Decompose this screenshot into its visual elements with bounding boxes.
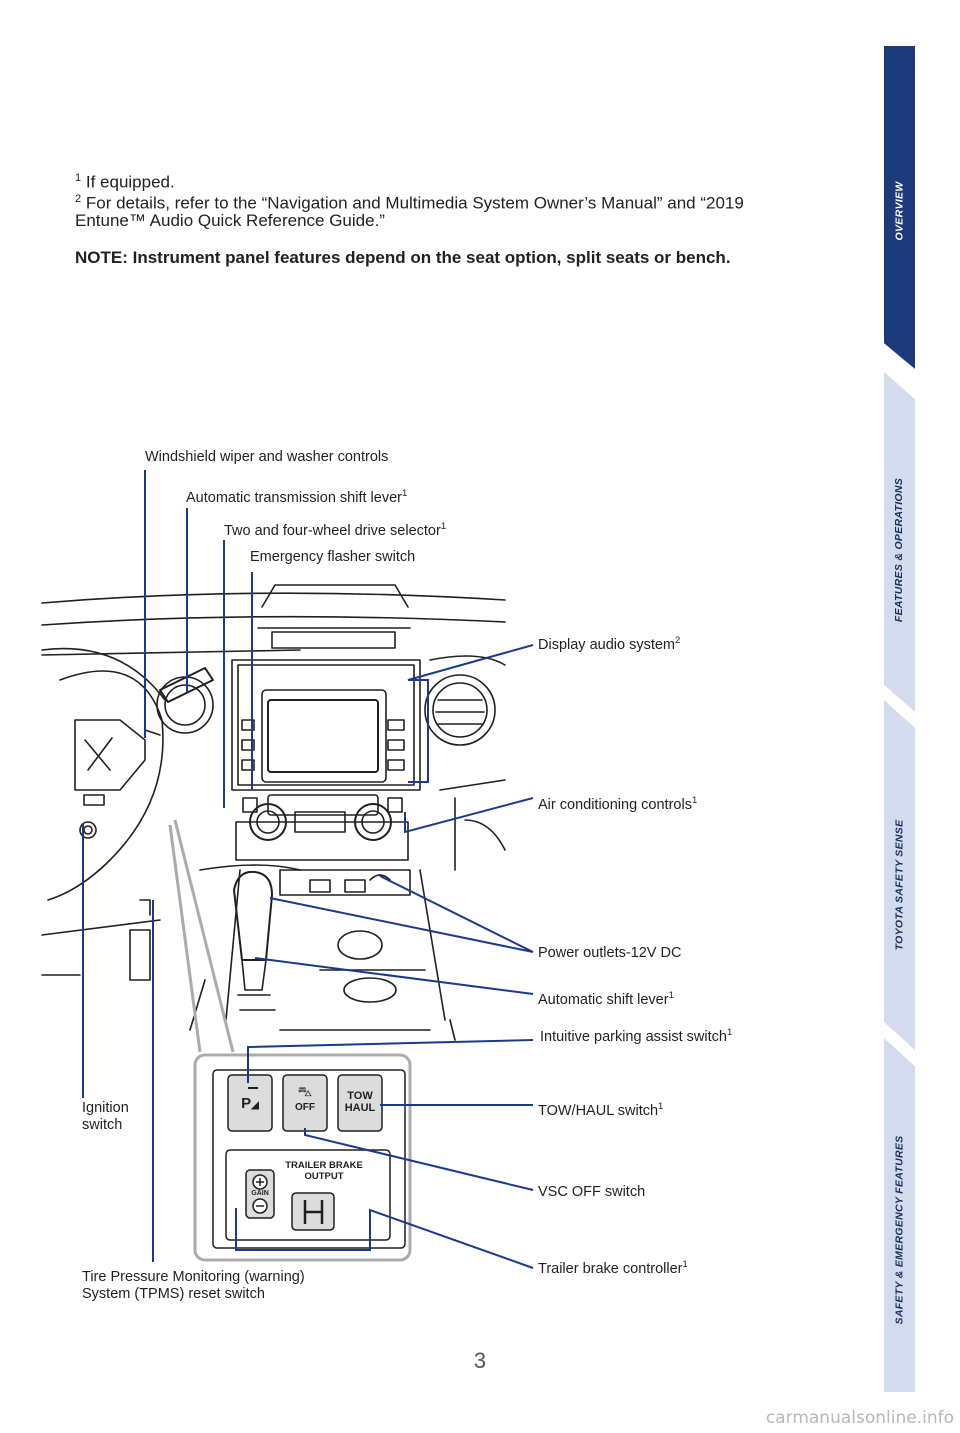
- trailer-brake-title: TRAILER BRAKE OUTPUT: [285, 1160, 363, 1182]
- footnote-2-cont: Entune™ Audio Quick Reference Guide.”: [75, 211, 385, 230]
- leader-lines: [82, 470, 534, 1269]
- tab-safety-sense-bg[interactable]: [884, 700, 915, 1050]
- label-vsc-off: VSC OFF switch: [538, 1184, 646, 1200]
- label-display-audio: Display audio system2: [538, 635, 681, 653]
- page-number: 3: [473, 1348, 487, 1373]
- vsc-off-text: OFF: [295, 1102, 315, 1113]
- gain-label: GAIN: [251, 1190, 269, 1197]
- label-flasher: Emergency flasher switch: [250, 549, 416, 565]
- skid-car-icon: ⛍: [297, 1083, 313, 1099]
- label-ac: Air conditioning controls1: [538, 795, 698, 813]
- tow-text: TOW: [347, 1090, 373, 1102]
- vsc-off-button[interactable]: ⛍ OFF: [283, 1084, 327, 1113]
- label-tow-haul: TOW/HAUL switch1: [538, 1101, 664, 1119]
- label-shift-lever: Automatic shift lever1: [538, 990, 674, 1008]
- label-wiper: Windshield wiper and washer controls: [145, 449, 389, 465]
- label-trans-lever: Automatic transmission shift lever1: [186, 488, 408, 506]
- label-parking-assist: Intuitive parking assist switch1: [540, 1027, 733, 1045]
- haul-text: HAUL: [344, 1102, 376, 1114]
- footnote-1: 1 If equipped.: [75, 172, 175, 192]
- label-power-outlets: Power outlets-12V DC: [538, 945, 682, 961]
- note-text: NOTE: Instrument panel features depend o…: [75, 248, 731, 267]
- label-trailer-brake: Trailer brake controller1: [538, 1259, 688, 1277]
- tab-overview-bg[interactable]: [884, 46, 915, 369]
- label-tpms: Tire Pressure Monitoring (warning)System…: [82, 1269, 305, 1302]
- gain-switch[interactable]: [246, 1170, 274, 1218]
- watermark: carmanualsonline.info: [765, 1408, 954, 1428]
- park-label: P: [241, 1095, 252, 1112]
- tow-haul-button[interactable]: TOW HAUL: [338, 1090, 382, 1114]
- footnote-2: 2 For details, refer to the “Navigation …: [75, 193, 744, 213]
- label-drive-selector: Two and four-wheel drive selector1: [224, 521, 447, 539]
- parking-sensor-icon: ◢: [251, 1100, 259, 1111]
- parking-assist-button[interactable]: P◢: [228, 1095, 272, 1112]
- trailer-brake-manual-lever[interactable]: [292, 1193, 334, 1230]
- tab-features-bg[interactable]: [884, 372, 915, 712]
- tab-emergency-bg[interactable]: [884, 1038, 915, 1392]
